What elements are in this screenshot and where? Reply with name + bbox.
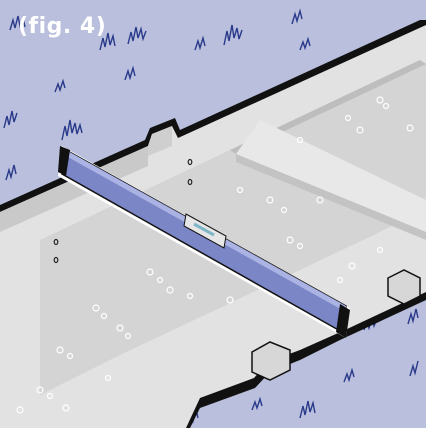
form-block — [388, 270, 420, 304]
figure-label: (fig. 4) — [18, 14, 106, 39]
